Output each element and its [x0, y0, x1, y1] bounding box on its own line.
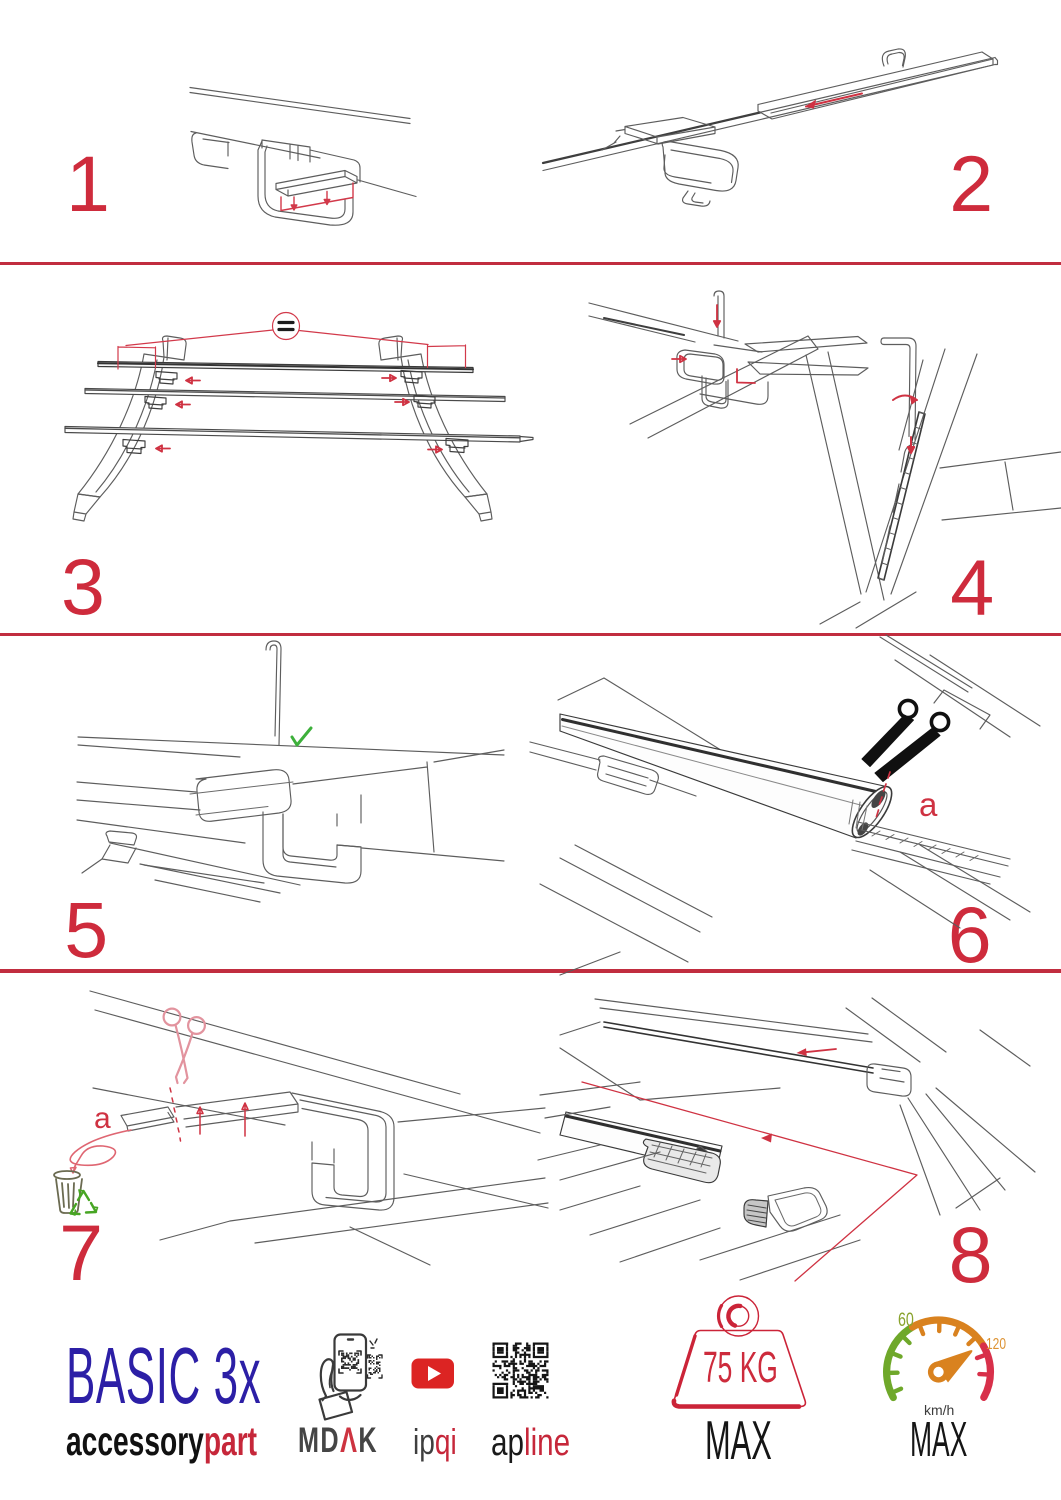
svg-text:a: a — [94, 1102, 111, 1135]
svg-text:a: a — [919, 786, 938, 823]
